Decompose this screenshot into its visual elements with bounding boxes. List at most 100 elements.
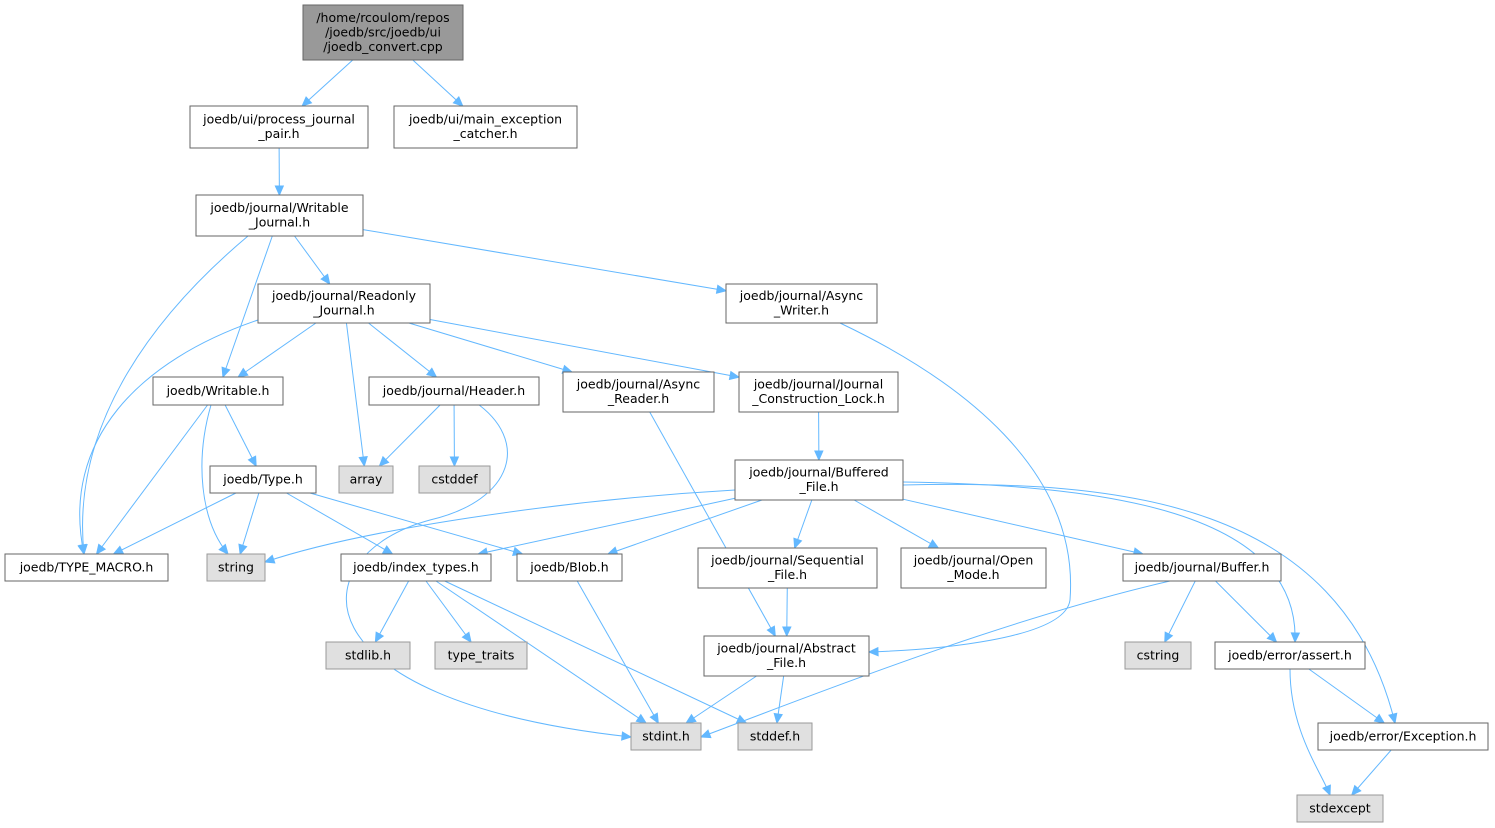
arrowhead	[635, 713, 648, 724]
arrowhead	[685, 713, 697, 724]
node-label-line: type_traits	[448, 647, 515, 662]
edge-readonly_journal-to-writable	[237, 322, 317, 378]
node-exception[interactable]: joedb/error/Exception.h	[1317, 722, 1489, 751]
node-box	[734, 459, 904, 501]
node-box	[4, 553, 169, 582]
node-label-line: _pair.h	[257, 126, 299, 141]
node-box	[900, 547, 1047, 589]
node-box	[302, 4, 464, 61]
node-readonly_journal[interactable]: joedb/journal/Readonly_Journal.h	[257, 283, 431, 324]
edge-line	[239, 492, 260, 555]
arrowhead	[95, 543, 107, 555]
edge-line	[444, 580, 747, 724]
edge-line	[301, 59, 354, 107]
edge-line	[902, 483, 1396, 724]
edge-line	[412, 59, 464, 107]
node-label-line: _File.h	[798, 479, 838, 494]
edge-abstract_file-to-stdint	[685, 675, 757, 724]
node-string: string	[206, 553, 266, 582]
edge-line	[429, 319, 740, 378]
node-label-line: _Journal.h	[248, 215, 310, 230]
edge-buffered_file-to-buffer	[902, 498, 1145, 557]
edge-line	[839, 322, 1072, 653]
node-label-line: joedb/error/assert.h	[1227, 647, 1352, 662]
edge-buffered_file-to-index_types	[476, 497, 736, 557]
node-label-line: joedb/ui/process_journal	[202, 112, 355, 127]
node-stddef: stddef.h	[737, 722, 813, 751]
edge-line	[853, 499, 939, 549]
edge-line	[79, 319, 259, 555]
node-root[interactable]: /home/rcoulom/repos/joedb/src/joedb/ui/j…	[302, 4, 464, 61]
node-box	[516, 553, 623, 582]
node-box	[1296, 794, 1384, 823]
arrowhead	[263, 554, 276, 564]
edge-line	[607, 499, 763, 555]
node-label-line: array	[350, 471, 383, 486]
node-assert[interactable]: joedb/error/assert.h	[1214, 641, 1366, 670]
edge-type-to-type_macro	[112, 492, 237, 555]
edge-line	[96, 404, 208, 555]
node-stdint: stdint.h	[630, 722, 702, 751]
node-box	[630, 722, 702, 751]
node-buffer[interactable]: joedb/journal/Buffer.h	[1122, 553, 1282, 582]
node-box	[725, 283, 878, 324]
arrowhead	[221, 366, 231, 379]
node-label-line: cstring	[1137, 647, 1180, 662]
arrowhead	[320, 273, 331, 285]
edge-exception-to-stdexcept	[1351, 749, 1392, 796]
node-async_reader[interactable]: joedb/journal/Async_Reader.h	[562, 371, 715, 413]
node-type[interactable]: joedb/Type.h	[209, 465, 317, 494]
node-journal_construction_lock[interactable]: joedb/journal/Journal_Construction_Lock.…	[738, 371, 899, 413]
node-writable_journal[interactable]: joedb/journal/Writable_Journal.h	[195, 194, 364, 237]
node-label-line: joedb/journal/Sequential	[710, 553, 864, 568]
edge-line	[576, 580, 659, 724]
node-label-line: cstddef	[431, 471, 478, 486]
arrowhead	[1351, 784, 1362, 796]
node-open_mode[interactable]: joedb/journal/Open_Mode.h	[900, 547, 1047, 589]
arrowhead	[237, 367, 249, 378]
node-index_types[interactable]: joedb/index_types.h	[340, 553, 492, 582]
edge-line	[408, 322, 573, 373]
arrowhead	[461, 631, 472, 643]
arrowhead	[699, 729, 712, 739]
arrowhead	[867, 646, 879, 657]
arrowhead	[378, 455, 390, 467]
edge-abstract_file-to-stddef	[773, 675, 785, 725]
node-label-line: stdexcept	[1309, 800, 1370, 815]
arrowhead	[274, 185, 285, 197]
node-sequential_file[interactable]: joedb/journal/Sequential_File.h	[697, 547, 878, 589]
node-main_exception_catcher[interactable]: joedb/ui/main_exception_catcher.h	[393, 105, 578, 149]
arrowhead	[1266, 631, 1278, 643]
arrowhead	[238, 543, 248, 556]
node-box	[206, 553, 266, 582]
arrowhead	[715, 284, 728, 294]
arrowhead	[1290, 632, 1301, 644]
arrowhead	[793, 537, 803, 550]
edge-buffer-to-cstring	[1164, 580, 1196, 644]
edge-line	[1164, 580, 1196, 643]
node-process_journal_pair[interactable]: joedb/ui/process_journal_pair.h	[189, 105, 369, 149]
node-type_macro[interactable]: joedb/TYPE_MACRO.h	[4, 553, 169, 582]
node-box	[189, 105, 369, 149]
edge-line	[237, 322, 317, 378]
arrowhead	[374, 631, 385, 644]
node-blob[interactable]: joedb/Blob.h	[516, 553, 623, 582]
node-abstract_file[interactable]: joedb/journal/Abstract_File.h	[703, 635, 870, 677]
node-header[interactable]: joedb/journal/Header.h	[368, 376, 540, 406]
node-writable[interactable]: joedb/Writable.h	[152, 376, 284, 406]
node-async_writer[interactable]: joedb/journal/Async_Writer.h	[725, 283, 878, 324]
edge-root-to-process_journal_pair	[301, 59, 354, 107]
edge-root-to-main_exception_catcher	[412, 59, 464, 107]
edge-line	[222, 235, 273, 378]
node-buffered_file[interactable]: joedb/journal/Buffered_File.h	[734, 459, 904, 501]
edge-line	[362, 229, 727, 292]
node-label-line: joedb/index_types.h	[352, 559, 479, 574]
edge-line	[113, 492, 237, 555]
node-box	[738, 371, 899, 413]
edge-type-to-string	[238, 492, 260, 556]
edge-writable_journal-to-writable	[221, 235, 273, 379]
node-label-line: joedb/journal/Abstract	[716, 641, 856, 656]
edge-async_reader-to-abstract_file	[649, 411, 776, 638]
node-label-line: _Writer.h	[773, 303, 829, 318]
